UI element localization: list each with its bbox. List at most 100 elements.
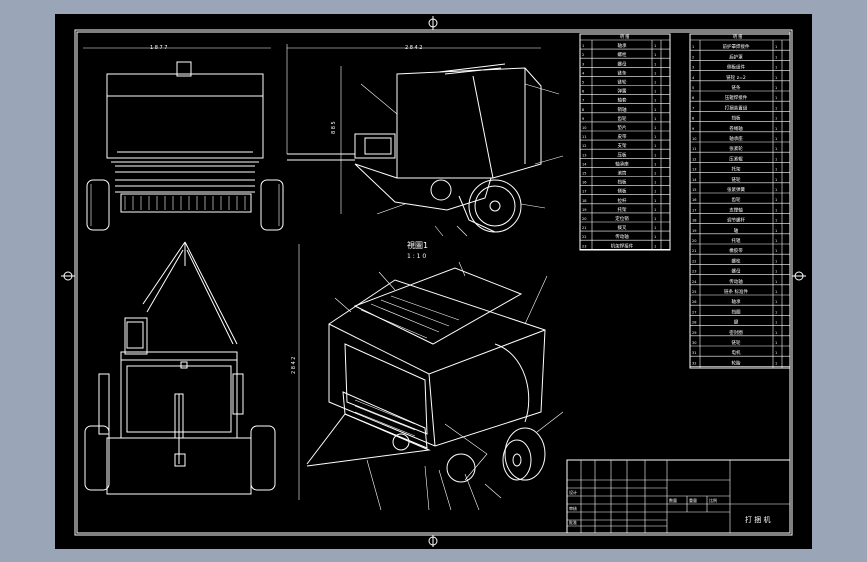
bom-right-row-number: 17: [692, 208, 696, 212]
bom-right-row-name: 挡板: [732, 115, 741, 122]
bom-right-row-name: 张紧轮: [729, 145, 743, 152]
bom-left-row-number: 3: [582, 62, 584, 66]
bom-right-row-number: 18: [692, 219, 696, 223]
bom-left-row-qty: 1: [654, 71, 656, 75]
bom-left-row-number: 17: [582, 190, 586, 194]
bom-right-row-qty: 1: [775, 249, 777, 253]
bom-left-row-qty: 1: [654, 162, 656, 166]
bom-left-row-qty: 1: [654, 81, 656, 85]
title-block: 设计 审核 批准 数量 重量 比例 打 捆 机: [566, 459, 791, 534]
bom-right-row-name: 橡胶带: [729, 247, 743, 254]
bom-right-row-number: 2: [692, 55, 694, 59]
view-scale: 1 : 1 0: [407, 253, 426, 260]
bom-right-row-number: 28: [692, 321, 696, 325]
bom-left-row-qty: 1: [654, 153, 656, 157]
bom-right-row-name: 前护罩焊接件: [723, 43, 750, 50]
bom-left-row-name: 压板: [618, 151, 627, 158]
bom-right-row-number: 21: [692, 249, 696, 253]
bom-left-row-qty: 1: [654, 235, 656, 239]
bom-left-row-number: 18: [582, 199, 586, 203]
bom-right-row-name: 轴承: [732, 298, 741, 305]
bom-left-row-qty: 1: [654, 135, 656, 139]
bom-right-row-qty: 1: [775, 178, 777, 182]
bom-right-row-qty: 1: [775, 361, 777, 365]
bom-right-row-number: 10: [692, 137, 696, 141]
bom-right-row-number: 23: [692, 270, 696, 274]
bom-left-row-name: 滚筒: [618, 170, 627, 177]
bom-right-row-qty: 1: [775, 198, 777, 202]
bom-right-row-qty: 1: [775, 66, 777, 70]
bom-right-row-name: 压紧辊: [729, 155, 743, 162]
bom-right-row-number: 3: [692, 66, 694, 70]
bom-right-row-number: 16: [692, 198, 696, 202]
bom-left-row-name: 托架: [618, 206, 627, 213]
bom-right-row-name: 齿轮: [732, 196, 741, 203]
bom-right-row-qty: 1: [775, 208, 777, 212]
bom-right-row-number: 24: [692, 280, 697, 284]
bom-left-row-number: 12: [582, 144, 586, 148]
bom-right-row-number: 1: [692, 45, 694, 49]
bom-right-row-qty: 1: [775, 55, 777, 59]
bom-left-row-name: 垫片: [618, 124, 627, 131]
bom-right-row-number: 6: [692, 96, 694, 100]
bom-left-row-number: 23: [582, 244, 586, 248]
bom-right-row-qty: 1: [775, 300, 777, 304]
bom-right-row-name: 链条: [732, 84, 741, 91]
bom-left-row-name: 螺母: [618, 60, 627, 67]
bom-right-row-qty: 1: [775, 127, 777, 131]
bom-right-row-number: 5: [692, 86, 694, 90]
bom-right-row-qty: 1: [775, 270, 777, 274]
bom-right-row-qty: 1: [775, 239, 777, 243]
bom-left-row-name: 挡板: [618, 179, 627, 186]
bom-left-row-number: 16: [582, 181, 586, 185]
bom-left-header: 明 细: [620, 33, 629, 39]
bom-right-row-qty: 1: [775, 280, 777, 284]
bom-left-row-name: 定位销: [615, 215, 629, 222]
bom-right-row-number: 7: [692, 106, 694, 110]
bom-right-row-name: 轴: [734, 227, 739, 234]
tb-weight-label: 重量: [689, 497, 697, 503]
bom-right-row-number: 31: [692, 351, 696, 355]
bom-left-row-qty: 1: [654, 226, 656, 230]
bom-left-row-name: 轴承: [618, 42, 627, 49]
tb-approve-label: 批准: [569, 519, 577, 525]
bom-left-row-name: 皮带: [618, 133, 627, 140]
bom-right-row-name: 压辊焊接件: [725, 94, 748, 101]
bom-right-row-name: 密封圈: [729, 329, 743, 336]
bom-right-row-number: 4: [692, 76, 695, 80]
bom-left-row-number: 5: [582, 81, 584, 85]
bom-right-row-name: 键: [734, 319, 739, 326]
isometric-view: 視圖1 1 : 1 0: [306, 241, 564, 511]
bom-right-row-name: 后护罩: [729, 53, 743, 60]
bom-right-header: 明 细: [733, 33, 742, 39]
tb-drawing-name: 打 捆 机: [745, 515, 770, 524]
dim-rear-height: 2 8 4 2: [291, 357, 297, 375]
bom-left-row-number: 15: [582, 172, 586, 176]
bom-left-row-qty: 1: [654, 62, 656, 66]
bom-right-row-qty: 1: [775, 351, 777, 355]
bom-left-row-number: 14: [582, 162, 587, 166]
bom-right-row-number: 9: [692, 127, 694, 131]
bom-right-row-name: 轴承座: [729, 135, 743, 142]
bom-right-row-name: 张紧弹簧: [727, 186, 745, 193]
bom-left-row-name: 链轮: [618, 79, 627, 86]
bom-left-row-qty: 1: [654, 117, 656, 121]
bom-left-row-name: 弹簧: [618, 88, 627, 95]
bom-right-row-name: 支撑轴: [729, 206, 743, 213]
bom-right-row-name: 链轮: [732, 176, 741, 183]
rear-view: 2 8 4 2: [84, 241, 300, 500]
front-view: 1 8 7 7: [83, 45, 284, 231]
bom-left-row-name: 机架焊接件: [611, 242, 634, 249]
bom-left-row-qty: 1: [654, 190, 656, 194]
bom-left-row-qty: 1: [654, 172, 656, 176]
bom-right-row-qty: 1: [775, 147, 777, 151]
bom-left-row-number: 7: [582, 99, 584, 103]
centering-marks: [61, 16, 806, 547]
bom-right-row-number: 30: [692, 341, 696, 345]
bom-right-row-name: 传动轴: [729, 278, 743, 285]
bom-left-row-qty: 1: [654, 90, 656, 94]
bom-left-row-number: 22: [582, 235, 586, 239]
bom-right-row-name: 打捆装置组: [725, 104, 748, 111]
bom-right-row-qty: 1: [775, 96, 777, 100]
bom-right-row-name: 链轮: [732, 339, 741, 346]
